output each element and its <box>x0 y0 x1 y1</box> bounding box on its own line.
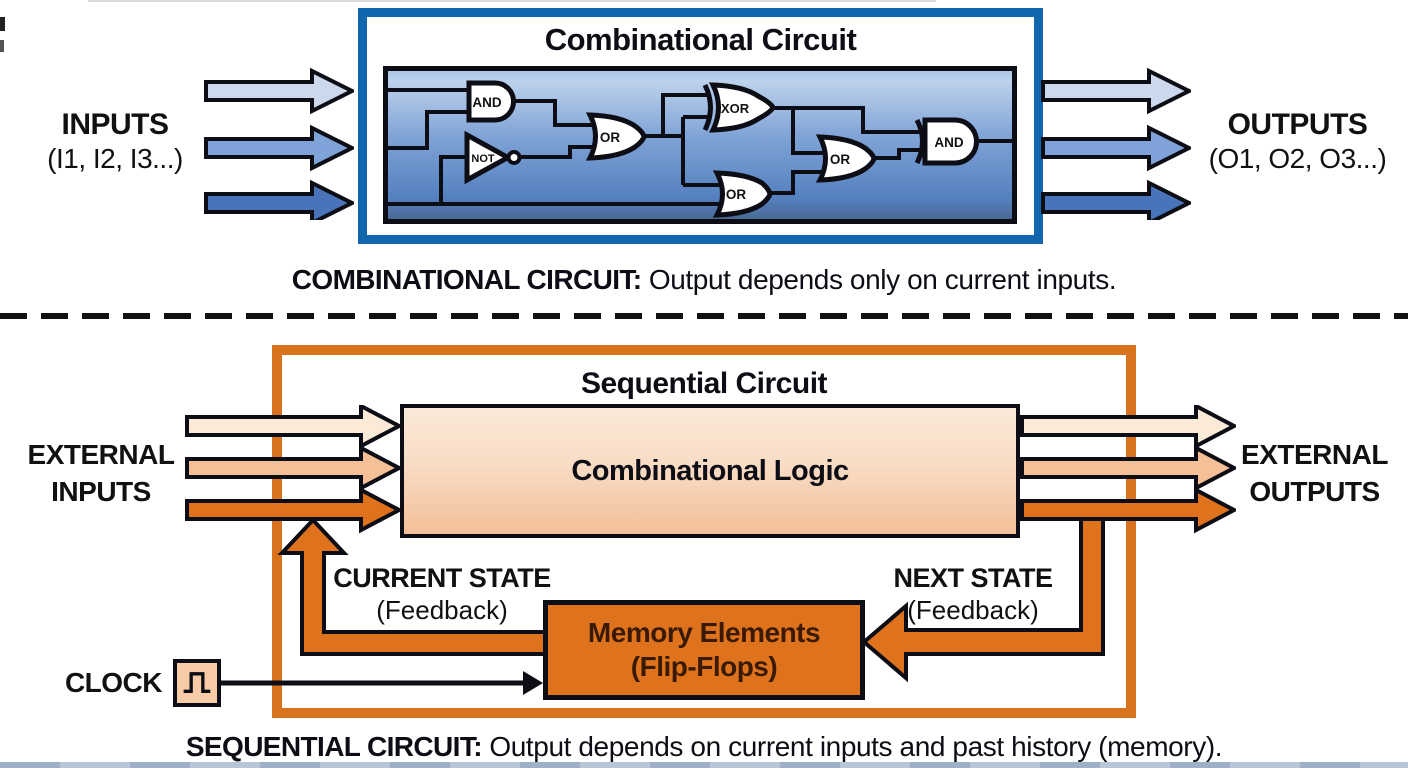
combinational-caption-bold: COMBINATIONAL CIRCUIT: <box>291 264 642 295</box>
not-gate <box>464 130 514 185</box>
outputs-sublabel: (O1, O2, O3...) <box>1208 143 1387 174</box>
current-state-sublabel: (Feedback) <box>376 595 508 625</box>
sequential-caption: SEQUENTIAL CIRCUIT: Output depends on cu… <box>0 731 1408 763</box>
sequential-circuit-box: Sequential Circuit <box>272 345 1136 718</box>
external-outputs-label-block: EXTERNAL OUTPUTS <box>1232 436 1397 510</box>
external-input-arrow-3 <box>185 486 401 534</box>
and-gate-label: AND <box>472 95 501 110</box>
bottom-edge-artifact <box>0 762 1408 768</box>
and-gate <box>466 80 516 123</box>
input-arrow-3 <box>204 179 354 220</box>
sequential-caption-bold: SEQUENTIAL CIRCUIT: <box>185 731 483 762</box>
sequential-title: Sequential Circuit <box>580 367 828 400</box>
next-state-sublabel: (Feedback) <box>907 595 1039 625</box>
next-state-label: NEXT STATE <box>893 563 1053 593</box>
output-arrow-3 <box>1041 179 1191 220</box>
output-arrow-2 <box>1041 124 1191 172</box>
combinational-logic-label: Combinational Logic <box>571 454 849 487</box>
input-arrows <box>204 67 354 220</box>
dashed-divider <box>0 313 1408 319</box>
xor-gate-label: XOR <box>721 101 750 116</box>
combinational-title: Combinational Circuit <box>544 22 857 57</box>
external-input-arrow-1 <box>185 405 401 450</box>
memory-line1: Memory Elements <box>587 617 821 648</box>
external-output-arrows <box>1020 405 1236 534</box>
or-gate-label: OR <box>600 130 621 145</box>
left-edge-tick <box>0 40 4 52</box>
external-input-arrows <box>185 405 401 534</box>
external-input-arrow-2 <box>185 444 401 492</box>
xor-gate-back-arc <box>702 83 713 132</box>
combinational-circuit-box: Combinational Circuit AND NOT <box>358 8 1043 244</box>
top-edge-artifact <box>88 0 936 2</box>
inputs-sublabel: (I1, I2, I3...) <box>47 143 183 174</box>
output-arrows <box>1041 67 1191 220</box>
input-arrow-1 <box>204 67 354 115</box>
inputs-label: INPUTS <box>61 108 169 141</box>
external-output-arrow-1 <box>1020 405 1236 450</box>
or-gate <box>585 112 647 161</box>
inputs-label-block: INPUTS (I1, I2, I3...) <box>15 108 215 176</box>
input-arrow-2 <box>204 124 354 172</box>
external-inputs-line1: EXTERNAL <box>27 439 175 470</box>
schematic-wires <box>383 88 1017 206</box>
or-gate <box>815 134 877 183</box>
left-edge-tick <box>0 17 5 31</box>
current-state-label-block: CURRENT STATE (Feedback) <box>332 562 552 626</box>
next-state-feedback-arrow <box>860 512 1105 683</box>
clock-pulse-icon <box>183 672 211 693</box>
memory-elements-box: Memory Elements (Flip-Flops) <box>543 600 865 700</box>
clock-wire-arrowhead <box>523 671 543 695</box>
xor-gate <box>708 82 776 133</box>
outputs-label: OUTPUTS <box>1227 108 1368 141</box>
clock-label: CLOCK <box>64 667 163 698</box>
and-gate-label: AND <box>934 135 963 150</box>
or-gate-label: OR <box>726 187 747 202</box>
external-outputs-line1: EXTERNAL <box>1241 439 1388 470</box>
outputs-label-block: OUTPUTS (O1, O2, O3...) <box>1195 108 1400 176</box>
current-state-label: CURRENT STATE <box>333 563 551 593</box>
and-gate <box>922 117 979 166</box>
not-gate-label: NOT <box>471 153 495 165</box>
sequential-caption-text: Output depends on current inputs and pas… <box>481 731 1223 762</box>
combinational-caption-text: Output depends only on current inputs. <box>641 264 1117 295</box>
external-outputs-line2: OUTPUTS <box>1249 476 1380 507</box>
output-arrow-1 <box>1041 67 1191 115</box>
not-gate-bubble <box>506 150 522 165</box>
external-inputs-label-block: EXTERNAL INPUTS <box>15 436 187 510</box>
clock-pulse-box <box>173 659 221 707</box>
next-state-label-block: NEXT STATE (Feedback) <box>863 562 1083 626</box>
logic-gate-schematic: AND NOT OR XOR OR OR AND <box>383 66 1017 224</box>
external-output-arrow-3 <box>1020 486 1236 534</box>
memory-line2: (Flip-Flops) <box>630 651 778 682</box>
current-state-feedback-arrow <box>277 517 552 656</box>
combinational-caption: COMBINATIONAL CIRCUIT: Output depends on… <box>0 264 1408 296</box>
external-output-arrow-2 <box>1020 444 1236 492</box>
combinational-logic-box: Combinational Logic <box>400 404 1020 538</box>
or-gate-label: OR <box>830 152 851 167</box>
or-gate <box>712 170 773 218</box>
external-inputs-line2: INPUTS <box>51 476 151 507</box>
